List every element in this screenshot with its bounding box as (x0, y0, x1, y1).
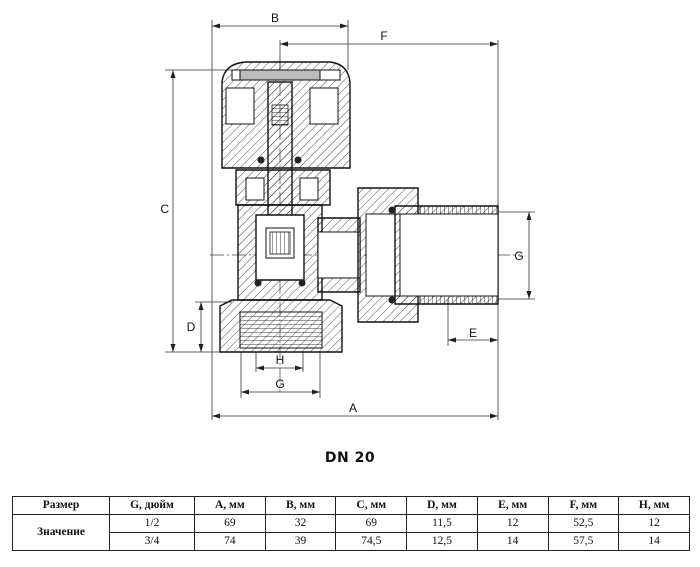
table-cell: 12,5 (406, 532, 478, 551)
table-cell: 1/2 (109, 514, 195, 533)
table-cell: 69 (335, 514, 408, 533)
dimension-arrows (170, 23, 532, 419)
col-header-f: F, мм (547, 496, 620, 515)
table-cell: 12 (476, 514, 549, 533)
col-header-d: D, мм (406, 496, 478, 515)
table-cell: 3/4 (109, 532, 195, 551)
label-D: D (187, 320, 196, 334)
col-header-g: G, дюйм (109, 496, 195, 515)
label-G-bottom: G (275, 377, 284, 391)
col-header-size: Размер (12, 496, 110, 515)
table-cell: 39 (264, 532, 337, 551)
valve-body (219, 61, 499, 353)
table-cell: 14 (618, 532, 690, 551)
label-B: B (271, 11, 279, 25)
table-cell: 12 (618, 514, 690, 533)
col-header-c: C, мм (335, 496, 408, 515)
table-header-row: Размер G, дюйм A, мм B, мм C, мм D, мм E… (12, 496, 690, 515)
valve-technical-drawing: B F C D A G E H G (160, 11, 535, 420)
table-cell: 11,5 (406, 514, 478, 533)
label-E: E (469, 326, 477, 340)
table-cell: 14 (476, 532, 549, 551)
table-row: Значение 1/2 69 32 69 11,5 12 52,5 12 (12, 514, 690, 551)
table-cell: 32 (264, 514, 337, 533)
table-cell: 74 (194, 532, 266, 551)
table-row: 3/4 74 39 74,5 12,5 14 57,5 14 (13, 532, 690, 551)
col-header-b: B, мм (264, 496, 337, 515)
dimensions-table: Размер G, дюйм A, мм B, мм C, мм D, мм E… (12, 496, 690, 551)
col-header-e: E, мм (476, 496, 549, 515)
label-H: H (276, 353, 285, 367)
col-header-a: A, мм (194, 496, 266, 515)
table-cell: 57,5 (547, 532, 620, 551)
label-C: C (160, 202, 169, 216)
label-A: A (349, 401, 357, 415)
table-cell: 74,5 (335, 532, 408, 551)
label-F: F (380, 29, 387, 43)
col-header-h: H, мм (618, 496, 690, 515)
table-cell: 69 (194, 514, 266, 533)
label-G-side: G (514, 249, 523, 263)
row-label-value: Значение (12, 514, 110, 551)
model-caption: DN 20 (324, 450, 376, 466)
table-cell: 52,5 (547, 514, 620, 533)
